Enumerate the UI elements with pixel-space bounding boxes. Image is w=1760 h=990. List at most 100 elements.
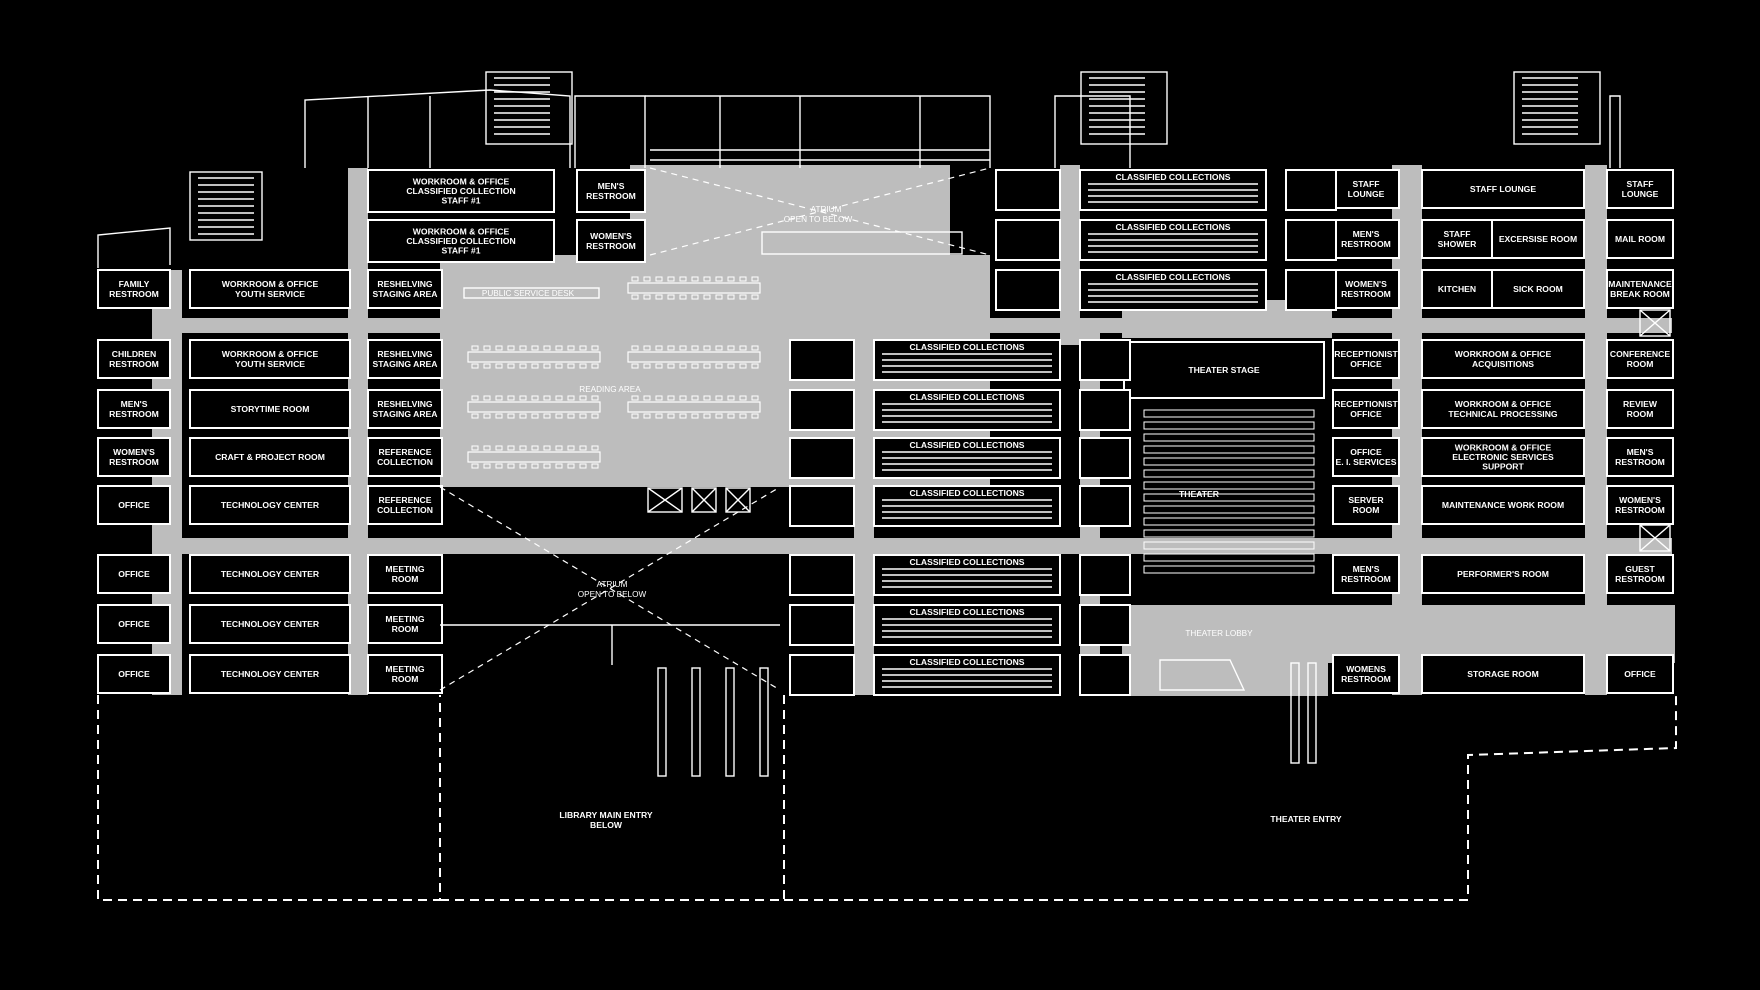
room-label: MEN'S [121,399,148,409]
room-maintenance-work-room: MAINTENANCE WORK ROOM [1421,485,1585,525]
room-outline [189,339,351,379]
chair [643,395,651,401]
table-top [627,282,761,294]
seat-row [1143,445,1315,454]
room-label: RESTROOM [1341,674,1391,684]
room-outline [97,654,171,694]
room-label: YOUTH SERVICE [235,289,305,299]
chair [679,395,687,401]
chair [591,395,599,401]
room-label: RESHELVING [377,399,433,409]
chair [483,463,491,469]
chair [679,413,687,419]
chair [703,294,711,300]
reading-table [627,276,761,300]
stack-end-bay [1079,554,1131,596]
room-label: CLASSIFIED COLLECTION [406,236,515,246]
room-office-right: OFFICE [1606,654,1674,694]
chair [703,363,711,369]
chair [483,445,491,451]
chair [655,276,663,282]
room-label: STAGING AREA [373,289,438,299]
seat-row [1143,517,1315,526]
chair [751,276,759,282]
chair [667,363,675,369]
table-top [467,401,601,413]
chair [579,345,587,351]
seat-row [1143,541,1315,550]
plan-labels: PUBLIC SERVICE DESK READING AREA ATRIUM … [463,205,1342,830]
atrium-top-label-2: OPEN TO BELOW [784,215,853,224]
stack-end-bay [1285,269,1337,311]
room-label: RESTROOM [586,191,636,201]
stack-end-bay [1079,389,1131,431]
chair [519,395,527,401]
chair [691,363,699,369]
room-outline [189,654,351,694]
room-label: WOMEN'S [1345,279,1387,289]
stack-end-bay [1079,604,1131,646]
room-label: OFFICE [1350,447,1382,457]
room-label: RESTROOM [1615,505,1665,515]
room-outline [367,269,443,309]
chair [727,345,735,351]
furniture-layer [467,276,1315,574]
room-outline [1606,389,1674,429]
chair [643,345,651,351]
room-label: STAFF [1443,229,1470,239]
chair [567,345,575,351]
chair [691,395,699,401]
room-label: WORKROOM & OFFICE [413,226,510,236]
stack-label: CLASSIFIED COLLECTIONS [909,342,1024,352]
chair [739,363,747,369]
chair [531,413,539,419]
stack-end-bay [1079,339,1131,381]
room-label: STAGING AREA [373,409,438,419]
reading-table [467,445,601,469]
room-label: TECHNICAL PROCESSING [1448,409,1557,419]
room-outline [367,437,443,477]
room-mail-room: MAIL ROOM [1606,219,1674,259]
stack-end-bay [789,554,855,596]
chair [655,294,663,300]
room-label: MEETING [385,564,424,574]
room-label: OFFICE [118,569,150,579]
chair [567,445,575,451]
chair [751,345,759,351]
chair [495,363,503,369]
room-label: STAFF [1626,179,1653,189]
chair [739,276,747,282]
room-label: MEN'S [1627,447,1654,457]
room-technology-center-3: TECHNOLOGY CENTER [189,604,351,644]
chair [471,445,479,451]
room-outline [1332,339,1400,379]
chair [691,345,699,351]
room-label: RESTROOM [1615,574,1665,584]
room-label: OFFICE [118,669,150,679]
chair [519,345,527,351]
room-label: RESTROOM [109,409,159,419]
chair [507,345,515,351]
chair [579,413,587,419]
room-label: STAFF #1 [442,196,481,206]
stack-end-bay [995,219,1061,261]
room-sick-room: SICK ROOM [1491,269,1585,309]
escalators [657,659,1317,777]
chair [543,363,551,369]
room-label: CONFERENCE [1610,349,1670,359]
seat-row [1143,565,1315,574]
chair [543,463,551,469]
room-technology-center-4: TECHNOLOGY CENTER [189,654,351,694]
room-label: REFERENCE [378,447,431,457]
room-outline [97,437,171,477]
room-label: WORKROOM & OFFICE [222,279,319,289]
